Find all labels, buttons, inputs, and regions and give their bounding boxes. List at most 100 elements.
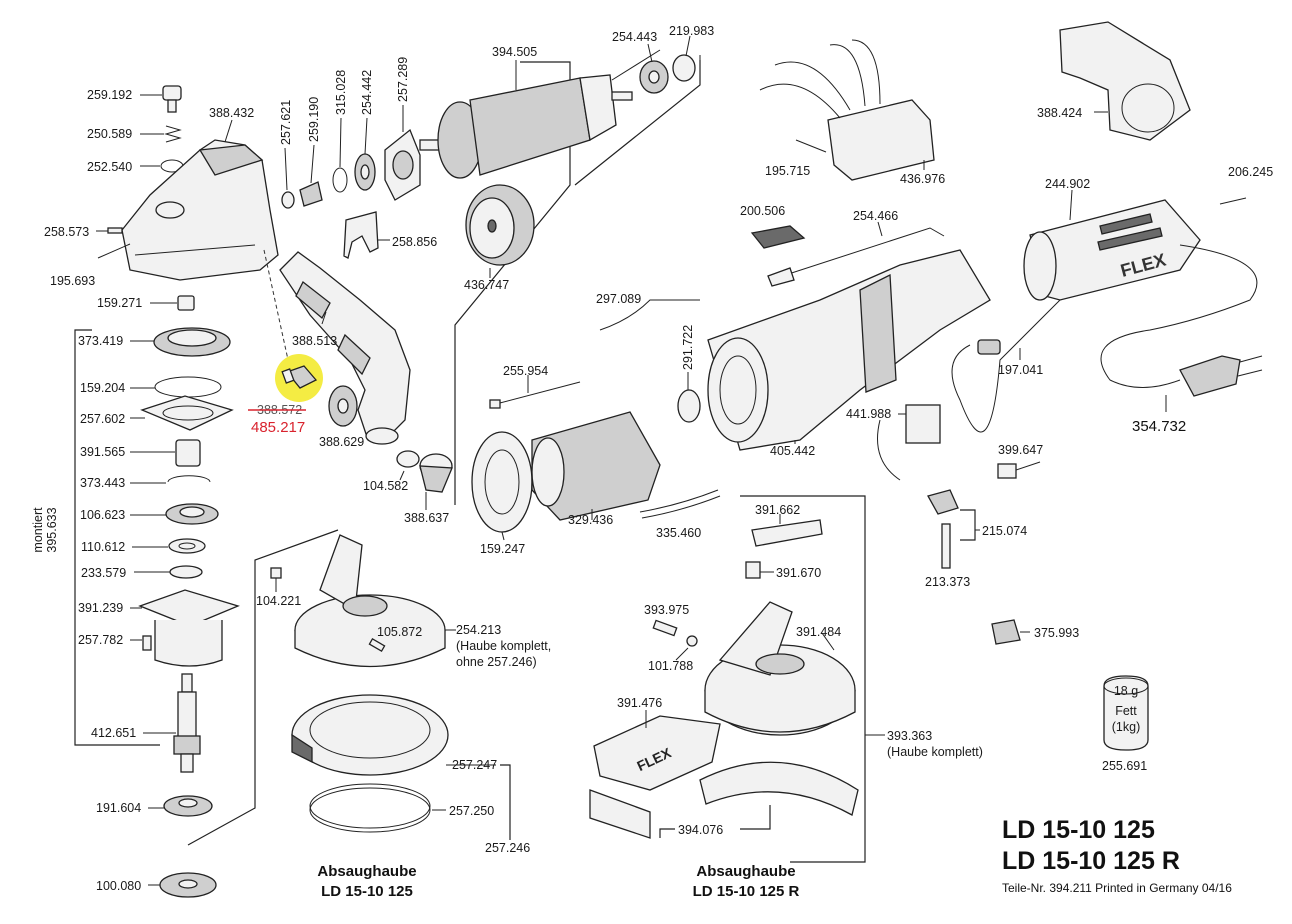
- part-257247-band: [291, 733, 313, 764]
- label-254443: 254.443: [612, 30, 657, 44]
- part-110612: [168, 538, 206, 554]
- label-254213-note1: (Haube komplett,: [456, 639, 551, 653]
- label-258856: 258.856: [392, 235, 437, 249]
- label-329436: 329.436: [568, 513, 613, 527]
- part-257602: [140, 395, 234, 431]
- caption-hood-left-title: Absaughaube: [317, 863, 416, 880]
- label-257602: 257.602: [80, 412, 125, 426]
- part-354732: [1179, 355, 1241, 397]
- bracket-394076-a: [659, 828, 675, 838]
- spindle-bearing-group: 257.621 259.190 315.028 254.442 257.289 …: [279, 57, 437, 259]
- label-388637: 388.637: [404, 511, 449, 525]
- label-252540: 252.540: [87, 160, 132, 174]
- part-100080-hub: [178, 879, 198, 889]
- label-388513: 388.513: [292, 334, 337, 348]
- label-393363: 393.363: [887, 729, 932, 743]
- assembly-guide-line: [263, 249, 293, 379]
- label-405442: 405.442: [770, 444, 815, 458]
- part-388432-housing: [121, 139, 279, 281]
- part-191604-hub: [178, 798, 198, 808]
- part-394076-b: [699, 761, 859, 816]
- part-259192: [162, 85, 182, 101]
- label-105872: 105.872: [377, 625, 422, 639]
- part-244902: [1029, 199, 1201, 301]
- montiert-number: 395.633: [45, 507, 59, 552]
- label-436747: 436.747: [464, 278, 509, 292]
- label-257250: 257.250: [449, 804, 494, 818]
- label-254466: 254.466: [853, 209, 898, 223]
- model-title-line2: LD 15-10 125 R: [1002, 847, 1180, 875]
- part-254466-tip: [767, 267, 795, 287]
- part-388424: [1059, 21, 1191, 141]
- part-215074: [927, 489, 959, 515]
- part-485217: [285, 365, 318, 389]
- part-441988: [905, 404, 941, 444]
- label-257247: 257.247: [452, 758, 497, 772]
- part-335460-edge: [641, 495, 721, 519]
- part-254443-bore: [648, 70, 660, 84]
- title-block: LD 15-10 125 LD 15-10 125 R Teile-Nr. 39…: [1002, 816, 1232, 895]
- part-254213-rim: [294, 630, 446, 668]
- label-373419: 373.419: [78, 334, 123, 348]
- grease-amount: 18 g: [1114, 684, 1138, 698]
- hood-right-group: 391.662 391.670 393.975 101.788 391.484 …: [589, 495, 983, 900]
- part-255691-lid: [1103, 677, 1149, 695]
- bracket-394076-b: [740, 805, 771, 830]
- caption-hood-left-model: LD 15-10 125: [321, 883, 413, 900]
- part-436976-wire2: [774, 61, 851, 111]
- part-405442-inner: [719, 355, 757, 425]
- grease-unit: (1kg): [1112, 720, 1140, 734]
- leader-315028: [339, 117, 342, 168]
- label-106623: 106.623: [80, 508, 125, 522]
- part-412651-collar: [173, 735, 201, 755]
- label-206245: 206.245: [1228, 165, 1273, 179]
- part-255691: [1103, 675, 1149, 751]
- label-388432: 388.432: [209, 106, 254, 120]
- part-329436-bore: [531, 437, 565, 507]
- label-391484: 391.484: [796, 625, 841, 639]
- part-259192-shank: [167, 99, 177, 113]
- part-388513-slot1: [295, 281, 331, 320]
- label-393975: 393.975: [644, 603, 689, 617]
- montiert-word: montiert: [31, 507, 45, 553]
- label-394076: 394.076: [678, 823, 723, 837]
- bracket-215074: [960, 509, 976, 541]
- cover-cable-group: 388.424 FLEX 244.902 206.245 197.041 354…: [951, 21, 1273, 435]
- leader-101788: [675, 647, 689, 661]
- part-257247: [291, 694, 449, 776]
- part-399647-lead: [1015, 461, 1041, 471]
- leader-104582: [399, 470, 405, 481]
- part-391662: [751, 519, 823, 547]
- label-101788: 101.788: [648, 659, 693, 673]
- label-375993: 375.993: [1034, 626, 1079, 640]
- armature-bracket: [454, 61, 571, 505]
- part-436976: [827, 99, 935, 181]
- label-354732: 354.732: [1132, 418, 1186, 435]
- part-388432-bore: [155, 201, 185, 219]
- part-159271: [177, 295, 195, 311]
- part-394076-a: [589, 789, 651, 839]
- label-257289: 257.289: [396, 57, 410, 102]
- part-354732-pin2: [1237, 369, 1263, 377]
- part-257247-inner: [309, 701, 431, 759]
- part-373443: [167, 475, 211, 483]
- leader-388432: [224, 119, 233, 143]
- label-373443: 373.443: [80, 476, 125, 490]
- part-255954: [495, 381, 581, 405]
- label-254213: 254.213: [456, 623, 501, 637]
- label-213373: 213.373: [925, 575, 970, 589]
- label-159204: 159.204: [80, 381, 125, 395]
- part-394505-core: [469, 77, 591, 176]
- label-159271: 159.271: [97, 296, 142, 310]
- leader-259190: [310, 144, 315, 184]
- part-254466: [769, 227, 945, 281]
- part-436976-wire4: [851, 39, 881, 105]
- label-255954: 255.954: [503, 364, 548, 378]
- part-393975: [652, 619, 678, 637]
- part-110612-hole: [178, 542, 196, 550]
- hood-left-group: 104.221 254.213 (Haube komplett, ohne 25…: [256, 534, 551, 900]
- part-391565: [175, 439, 201, 467]
- label-219983: 219.983: [669, 24, 714, 38]
- part-297089: [599, 299, 700, 331]
- part-257250-edge: [309, 783, 431, 829]
